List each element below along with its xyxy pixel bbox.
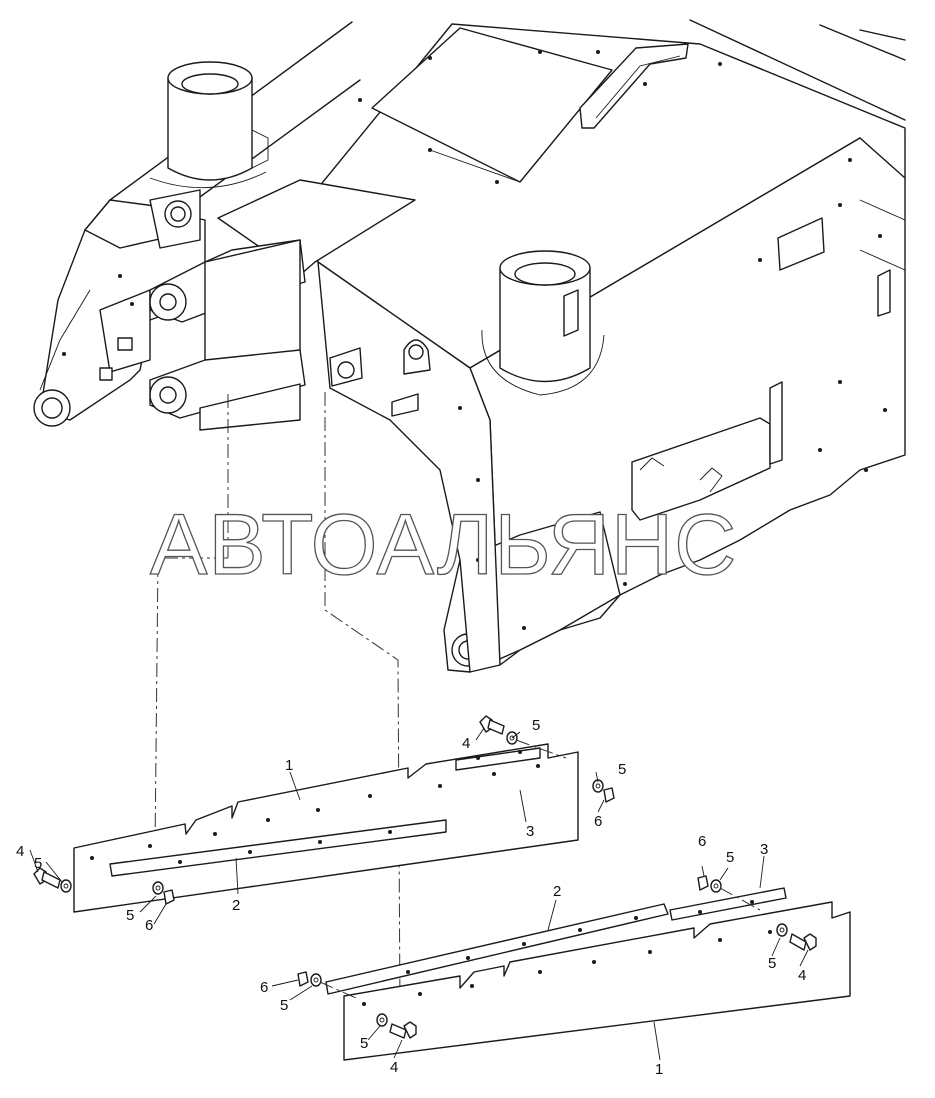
callout-5-right-bottom: 5 [360, 1035, 368, 1052]
plate-holes-left [90, 750, 540, 864]
bolt-left-top [479, 715, 518, 745]
alignment-lines [154, 392, 401, 1011]
bolt-right-side [789, 933, 817, 951]
callout-5-right-left: 5 [280, 997, 288, 1014]
callout-4-right-side: 4 [798, 967, 806, 984]
callout-2-right: 2 [553, 883, 561, 900]
right-plate-group [271, 855, 851, 1061]
plate-holes-right [362, 900, 772, 1006]
callout-3-left: 3 [526, 823, 534, 840]
callout-1-left: 1 [285, 757, 293, 774]
left-plate-group [29, 715, 615, 925]
watermark-text: АВТОАЛЬЯНС [150, 497, 737, 593]
callout-6-left-bottom: 6 [145, 917, 153, 934]
rivet-dots [62, 50, 887, 630]
callout-6-right-left: 6 [260, 979, 268, 996]
callout-5-right-top: 5 [726, 849, 734, 866]
callout-4-left-top: 4 [462, 735, 470, 752]
callout-4-right-bottom: 4 [390, 1059, 398, 1076]
callout-6-left-right: 6 [594, 813, 602, 830]
callout-1-right: 1 [655, 1061, 663, 1078]
callout-5-left-top: 5 [532, 717, 540, 734]
callout-labels: 1 2 3 4 4 5 5 5 5 6 6 1 2 3 4 4 5 5 5 5 … [16, 717, 806, 1078]
callout-6-right-top: 6 [698, 833, 706, 850]
callout-3-right: 3 [760, 841, 768, 858]
callout-5-left-right: 5 [618, 761, 626, 778]
bolt-left-side [33, 867, 72, 893]
frame-assembly [33, 19, 906, 673]
callout-4-left-side: 4 [16, 843, 24, 860]
callout-2-left: 2 [232, 897, 240, 914]
callout-5-right-side: 5 [768, 955, 776, 972]
callout-5-left-bottom: 5 [126, 907, 134, 924]
callout-5-left-side: 5 [34, 855, 42, 872]
bolt-right-bottom [389, 1021, 417, 1039]
